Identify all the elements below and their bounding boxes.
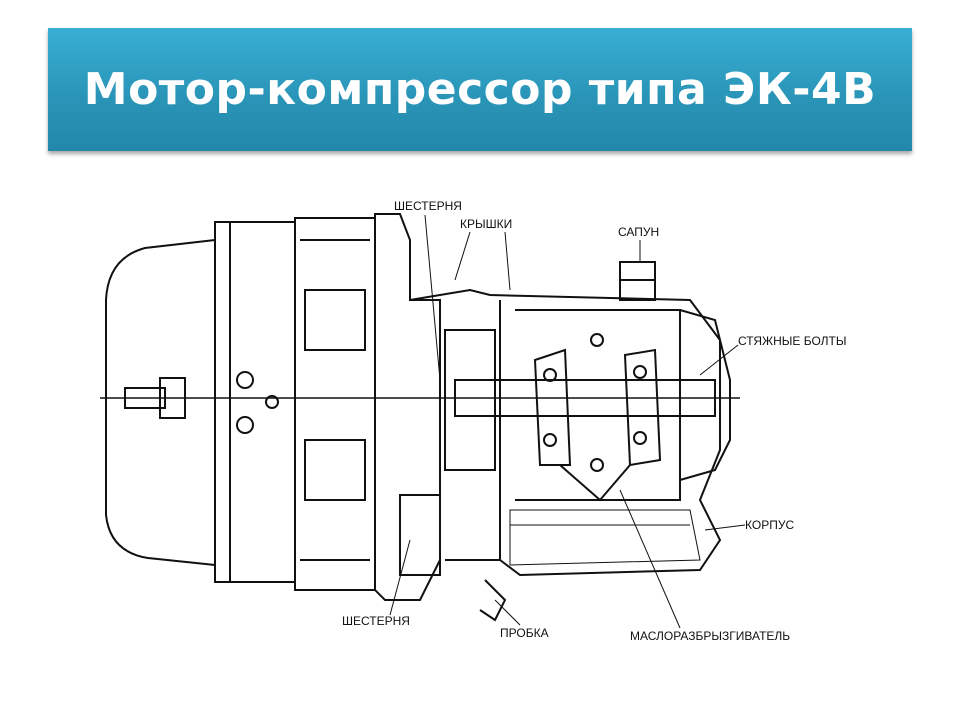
title-bar: Мотор-компрессор типа ЭК-4В — [48, 28, 912, 151]
label-breather: САПУН — [618, 225, 659, 239]
label-plug: ПРОБКА — [500, 626, 549, 640]
gear-housing — [374, 213, 441, 601]
compressor-housing — [409, 288, 722, 577]
gear-upper — [444, 329, 496, 471]
label-gear-bottom: ШЕСТЕРНЯ — [342, 614, 410, 628]
label-tie-bolts: СТЯЖНЫЕ БОЛТЫ — [738, 334, 846, 348]
motor-body — [214, 221, 296, 583]
connecting-rod-left — [533, 348, 572, 466]
label-housing: КОРПУС — [745, 518, 794, 532]
label-oil-splasher: МАСЛОРАЗБРЫЗГИВАТЕЛЬ — [630, 629, 790, 643]
motor-stator — [294, 217, 376, 591]
page-title: Мотор-компрессор типа ЭК-4В — [83, 64, 877, 115]
gear-lower — [399, 494, 441, 576]
oil-sump — [509, 509, 701, 566]
label-gear-top: ШЕСТЕРНЯ — [394, 199, 462, 213]
label-covers: КРЫШКИ — [460, 217, 512, 231]
plug-shape — [479, 579, 507, 622]
connecting-rod-right — [623, 348, 662, 467]
motor-end-cap — [105, 239, 216, 566]
